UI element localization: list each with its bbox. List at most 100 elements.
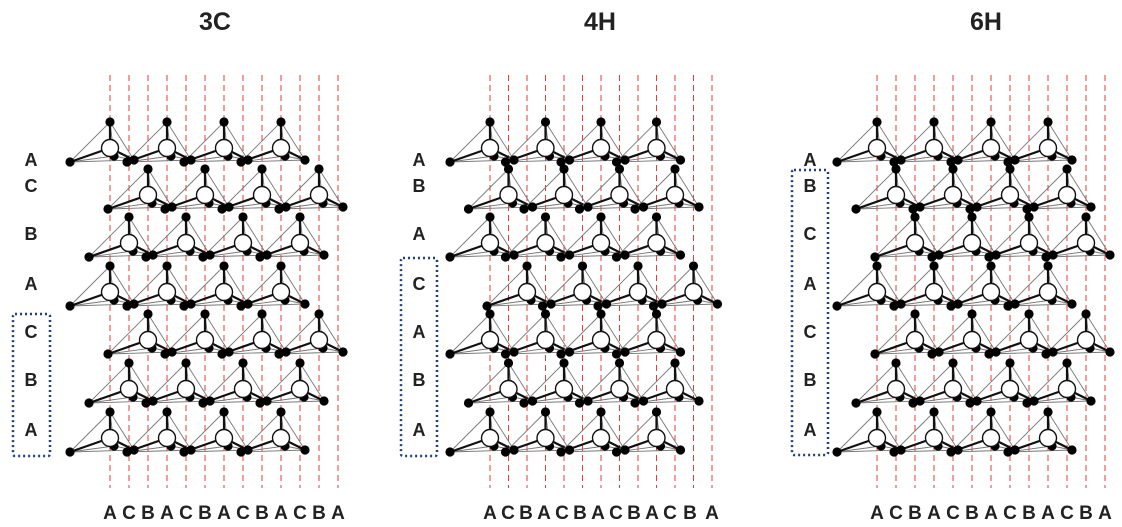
bond-line [1047, 265, 1073, 305]
carbon-atom [540, 212, 551, 222]
carbon-atom [927, 252, 937, 262]
layer-label: C [25, 176, 38, 196]
bond-line [950, 121, 992, 163]
silicon-atom [647, 428, 666, 448]
silicon-atom [610, 185, 629, 205]
bond-line [836, 121, 878, 163]
bond-line [545, 216, 570, 256]
carbon-atom [896, 445, 906, 455]
carbon-atom [1041, 252, 1051, 262]
bond-line [1028, 313, 1054, 353]
bond-line [221, 313, 263, 355]
carbon-atom [105, 407, 115, 417]
bond-line [914, 216, 940, 256]
carbon-atom [1024, 212, 1034, 222]
bond-line [971, 216, 997, 256]
carbon-atom [651, 407, 662, 417]
carbon-atom [1067, 445, 1077, 455]
silicon-atom [905, 330, 925, 350]
bond-line [69, 299, 115, 307]
carbon-atom [198, 252, 208, 262]
carbon-atom [1081, 212, 1091, 222]
carbon-atom [105, 117, 115, 127]
bond-line [223, 265, 249, 305]
carbon-atom [162, 261, 172, 271]
bond-line [107, 168, 149, 210]
carbon-atom [540, 407, 551, 417]
position-label: A [927, 503, 941, 524]
carbon-atom [217, 204, 227, 214]
silicon-atom [886, 379, 906, 399]
carbon-atom [564, 347, 575, 357]
bond-line [656, 216, 681, 256]
silicon-atom [867, 138, 887, 158]
carbon-atom [65, 157, 75, 167]
carbon-atom [872, 261, 882, 271]
carbon-atom [519, 204, 529, 214]
carbon-atom [614, 358, 625, 368]
bond-line [88, 362, 130, 404]
silicon-atom [1057, 379, 1077, 399]
carbon-atom [929, 261, 939, 271]
carbon-atom [583, 396, 593, 406]
carbon-atom [929, 407, 939, 417]
bond-line [147, 168, 173, 208]
bond-line [240, 411, 282, 453]
silicon-atom [924, 138, 944, 158]
carbon-atom [1048, 250, 1058, 260]
bond-line [221, 168, 263, 210]
carbon-atom [162, 117, 172, 127]
carbon-atom [657, 299, 667, 309]
silicon-atom [157, 282, 177, 302]
silicon-atom [943, 185, 963, 205]
carbon-atom [630, 398, 640, 408]
carbon-atom [198, 398, 208, 408]
bond-line [126, 265, 168, 307]
bond-line [489, 313, 515, 353]
layer-label: A [413, 224, 426, 244]
carbon-atom [564, 445, 575, 455]
carbon-atom [870, 252, 880, 262]
bond-line [874, 313, 916, 355]
carbon-atom [620, 445, 630, 455]
bond-line [166, 411, 192, 451]
bond-line [560, 411, 602, 453]
carbon-atom [601, 299, 612, 309]
bond-line [855, 202, 901, 210]
carbon-atom [141, 252, 151, 262]
bond-line [526, 265, 552, 305]
silicon-atom [665, 185, 685, 205]
bond-line [914, 313, 940, 353]
bond-line [505, 216, 546, 258]
carbon-atom [851, 204, 861, 214]
bond-line [508, 362, 533, 402]
carbon-atom [1022, 398, 1032, 408]
carbon-atom [129, 155, 139, 165]
bond-line [990, 411, 1016, 451]
silicon-atom [684, 282, 703, 302]
bond-line [204, 313, 230, 353]
silicon-atom [499, 185, 518, 205]
position-label: A [274, 503, 288, 524]
carbon-atom [105, 261, 115, 271]
panel-3c: 3C A C B A C B A A C B A C B A C B A C B… [11, 8, 348, 524]
position-label: C [663, 503, 677, 524]
carbon-atom [463, 204, 474, 214]
carbon-atom [238, 358, 248, 368]
bond-line [855, 396, 901, 404]
bond-line [1045, 313, 1087, 355]
carbon-atom [638, 202, 649, 212]
position-label: C [609, 503, 623, 524]
carbon-atom [986, 261, 996, 271]
carbon-atom [84, 252, 94, 262]
carbon-atom [633, 261, 643, 271]
unit-cell-highlight-box [399, 256, 439, 458]
carbon-atom [224, 202, 234, 212]
bond-line [166, 121, 192, 161]
position-label: C [179, 503, 193, 524]
bond-line [164, 168, 206, 210]
carbon-atom [908, 204, 918, 214]
bond-line [109, 411, 135, 451]
stacking-sequence-labels: A C B A C B A [25, 150, 38, 440]
bond-line [166, 265, 192, 305]
